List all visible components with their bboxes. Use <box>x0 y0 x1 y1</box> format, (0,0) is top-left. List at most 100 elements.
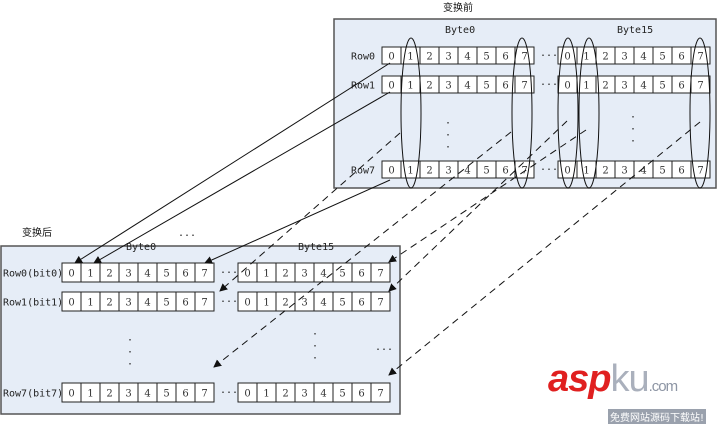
after-byte-ellipsis: ··· <box>220 388 238 399</box>
after-bit-cell-label: 7 <box>377 298 383 309</box>
before-bit-cell-label: 0 <box>388 81 394 92</box>
after-bit-cell-label: 5 <box>339 389 345 400</box>
before-bit-cell-label: 6 <box>502 166 508 177</box>
before-bit-cell-label: 3 <box>445 166 451 177</box>
before-byte15-label: Byte15 <box>617 25 653 36</box>
after-bit-cell-label: 2 <box>106 269 112 280</box>
before-row-label: Row7 <box>351 166 375 177</box>
before-bit-cell-label: 4 <box>464 166 470 177</box>
dashed-mapping-arrow <box>388 120 568 292</box>
after-bit-cell-label: 4 <box>320 389 326 400</box>
aspku-watermark-logo: aspku.com 免费网站源码下载站! <box>548 358 707 425</box>
after-vertical-dot: · <box>312 341 318 352</box>
before-byte-ellipsis: ··· <box>540 80 558 91</box>
after-bit-cell-label: 2 <box>106 389 112 400</box>
after-bit-cell-label: 6 <box>358 269 364 280</box>
dashed-mapping-arrow <box>388 129 587 263</box>
before-bit-cell-label: 7 <box>697 81 703 92</box>
before-bit-cell-label: 4 <box>640 81 646 92</box>
before-bit-cell-label: 4 <box>640 52 646 63</box>
after-bit-cell-label: 6 <box>182 389 188 400</box>
before-vertical-dot: · <box>630 124 636 135</box>
after-bit-cell-label: 2 <box>106 298 112 309</box>
before-bit-cell <box>514 75 535 94</box>
after-side-ellipsis: ... <box>375 342 393 353</box>
before-bit-cell-label: 0 <box>388 166 394 177</box>
after-bit-cell <box>370 382 391 403</box>
before-byte-ellipsis: ··· <box>540 165 558 176</box>
before-bit-cell-label: 2 <box>602 81 608 92</box>
before-vertical-dot: · <box>630 136 636 147</box>
before-title: 变换前 <box>443 1 473 14</box>
after-bit-cell-label: 4 <box>320 269 326 280</box>
after-bit-cell-label: 5 <box>163 269 169 280</box>
before-bit-cell-label: 0 <box>564 166 570 177</box>
after-bit-cell-label: 6 <box>358 298 364 309</box>
before-row-label: Row1 <box>351 81 375 92</box>
after-row-label: Row1(bit1) <box>3 298 63 309</box>
after-bit-cell-label: 3 <box>301 298 307 309</box>
after-bit-cell-label: 4 <box>144 298 150 309</box>
before-bit-cell-label: 5 <box>483 52 489 63</box>
after-bit-cell-label: 5 <box>163 389 169 400</box>
before-bit-cell-label: 2 <box>426 52 432 63</box>
before-bit-cell-label: 6 <box>502 52 508 63</box>
before-bit-cell-label: 5 <box>483 81 489 92</box>
before-vertical-dot: · <box>445 130 451 141</box>
after-bit-cell-label: 5 <box>339 298 345 309</box>
after-bit-cell-label: 0 <box>68 298 74 309</box>
after-bit-cell-label: 1 <box>263 269 269 280</box>
before-bit-cell-label: 3 <box>621 166 627 177</box>
after-bit-cell-label: 3 <box>125 389 131 400</box>
watermark-brand2: ku <box>610 358 649 400</box>
after-bit-cell-label: 6 <box>182 298 188 309</box>
after-bit-cell-label: 3 <box>301 269 307 280</box>
before-bit-cell-label: 2 <box>602 166 608 177</box>
before-bit-cell-label: 1 <box>407 52 413 63</box>
before-bit-cell-label: 1 <box>407 81 413 92</box>
before-bit-cell-label: 7 <box>697 52 703 63</box>
before-vertical-dot: · <box>630 112 636 123</box>
after-row-label: Row7(bit7) <box>3 389 63 400</box>
after-bit-cell <box>194 291 215 312</box>
before-bit-cell-label: 1 <box>583 52 589 63</box>
bit-column-group-ellipse <box>400 37 422 189</box>
after-byte-ellipsis: ··· <box>220 297 238 308</box>
after-bit-cell-label: 7 <box>201 389 207 400</box>
after-bit-cell-label: 3 <box>125 298 131 309</box>
solid-mapping-arrow <box>93 91 391 264</box>
before-bit-cell-label: 2 <box>426 81 432 92</box>
bit-column-group-ellipse <box>689 37 711 189</box>
bit-column-group-ellipse <box>578 37 600 189</box>
after-byte15-label: Byte15 <box>298 242 334 253</box>
before-bit-cell-label: 5 <box>659 81 665 92</box>
after-bit-cell-label: 0 <box>244 298 250 309</box>
before-vertical-dot: · <box>445 142 451 153</box>
before-bit-cell-label: 6 <box>678 52 684 63</box>
after-vertical-dot: · <box>312 329 318 340</box>
before-byte-ellipsis: ··· <box>540 51 558 62</box>
after-bit-cell-label: 1 <box>87 389 93 400</box>
after-bit-cell-label: 1 <box>87 269 93 280</box>
before-bit-cell-label: 3 <box>445 52 451 63</box>
before-bit-cell-label: 5 <box>483 166 489 177</box>
after-bit-cell-label: 0 <box>68 389 74 400</box>
after-vertical-dot: · <box>127 347 133 358</box>
before-row-label: Row0 <box>351 52 375 63</box>
bit-column-group-ellipse <box>511 37 533 189</box>
after-bit-cell-label: 6 <box>358 389 364 400</box>
after-bit-cell-label: 4 <box>320 298 326 309</box>
dashed-mapping-arrow <box>213 131 512 368</box>
solid-mapping-arrow <box>204 179 391 264</box>
after-bit-cell-label: 4 <box>144 269 150 280</box>
after-bit-cell-label: 0 <box>244 269 250 280</box>
before-bit-cell-label: 2 <box>602 52 608 63</box>
after-vertical-dot: · <box>127 359 133 370</box>
before-bit-cell-label: 6 <box>678 81 684 92</box>
before-bit-cell-label: 1 <box>583 81 589 92</box>
after-bit-cell-label: 7 <box>201 298 207 309</box>
before-bit-cell-label: 4 <box>464 52 470 63</box>
dashed-mapping-arrow <box>388 121 701 376</box>
before-bit-cell-label: 2 <box>426 166 432 177</box>
